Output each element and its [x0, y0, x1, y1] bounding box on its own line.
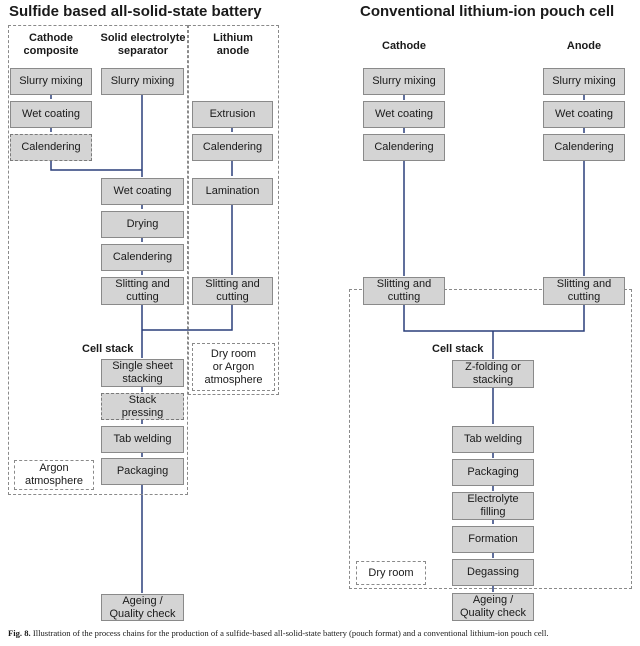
- right-cell-stack-label: Cell stack: [432, 343, 484, 355]
- right-tab-welding-box: Tab welding: [452, 426, 534, 453]
- dry-room-or-argon-note: Dry room or Argon atmosphere: [192, 343, 275, 391]
- right-packaging-box: Packaging: [452, 459, 534, 486]
- caption-label: Fig. 8.: [8, 628, 31, 638]
- left-cell-stack-label: Cell stack: [82, 343, 134, 355]
- right-ageing-quality-check-box: Ageing / Quality check: [452, 593, 534, 621]
- right-cathode-calendering-box: Calendering: [363, 134, 445, 161]
- separator-calendering-box: Calendering: [101, 244, 184, 271]
- left-tab-welding-box: Tab welding: [101, 426, 184, 453]
- left-cathode-calendering-box: Calendering: [10, 134, 92, 161]
- figure-caption: Fig. 8. Illustration of the process chai…: [8, 628, 636, 638]
- anode-extrusion-box: Extrusion: [192, 101, 273, 128]
- left-main-region: [8, 25, 188, 495]
- anode-slitting-cutting-box: Slitting and cutting: [192, 277, 273, 305]
- degassing-box: Degassing: [452, 559, 534, 586]
- z-folding-or-stacking-box: Z-folding or stacking: [452, 360, 534, 388]
- separator-drying-box: Drying: [101, 211, 184, 238]
- electrolyte-filling-box: Electrolyte filling: [452, 492, 534, 520]
- right-cathode-wet-coating-box: Wet coating: [363, 101, 445, 128]
- single-sheet-stacking-box: Single sheet stacking: [101, 359, 184, 387]
- dry-room-note: Dry room: [356, 561, 426, 585]
- cathode-composite-heading: Cathode composite: [23, 32, 79, 57]
- separator-slitting-cutting-box: Slitting and cutting: [101, 277, 184, 305]
- separator-slurry-mixing-box: Slurry mixing: [101, 68, 184, 95]
- caption-text: Illustration of the process chains for t…: [32, 628, 549, 638]
- formation-box: Formation: [452, 526, 534, 553]
- left-ageing-quality-check-box: Ageing / Quality check: [101, 594, 184, 621]
- left-diagram-title: Sulfide based all-solid-state battery: [9, 3, 262, 20]
- right-cathode-slitting-cutting-box: Slitting and cutting: [363, 277, 445, 305]
- separator-wet-coating-box: Wet coating: [101, 178, 184, 205]
- dry-room-region: [349, 289, 632, 589]
- right-diagram-title: Conventional lithium-ion pouch cell: [360, 3, 615, 20]
- left-cathode-slurry-mixing-box: Slurry mixing: [10, 68, 92, 95]
- anode-lamination-box: Lamination: [192, 178, 273, 205]
- right-anode-calendering-box: Calendering: [543, 134, 625, 161]
- lithium-anode-heading: Lithium anode: [213, 32, 253, 57]
- solid-electrolyte-separator-heading: Solid electrolyte separator: [100, 32, 186, 57]
- argon-atmosphere-note: Argon atmosphere: [14, 460, 94, 490]
- right-cathode-heading: Cathode: [382, 40, 426, 52]
- right-anode-slurry-mixing-box: Slurry mixing: [543, 68, 625, 95]
- left-cathode-wet-coating-box: Wet coating: [10, 101, 92, 128]
- right-anode-slitting-cutting-box: Slitting and cutting: [543, 277, 625, 305]
- anode-calendering-box: Calendering: [192, 134, 273, 161]
- right-cathode-slurry-mixing-box: Slurry mixing: [363, 68, 445, 95]
- stack-pressing-box: Stack pressing: [101, 393, 184, 420]
- lithium-anode-region: [188, 25, 279, 395]
- left-packaging-box: Packaging: [101, 458, 184, 485]
- right-anode-wet-coating-box: Wet coating: [543, 101, 625, 128]
- right-anode-heading: Anode: [566, 40, 602, 52]
